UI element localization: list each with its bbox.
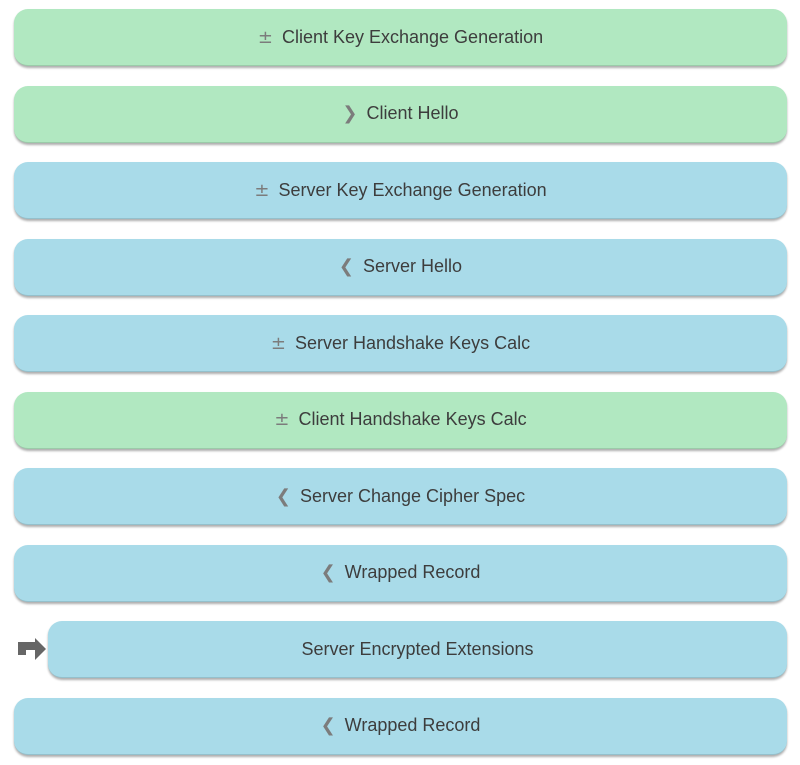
step-server-change-cipher-spec[interactable]: ❮ Server Change Cipher Spec [14,468,787,525]
step-label: Server Handshake Keys Calc [294,332,531,353]
step-client-hello[interactable]: ❯ Client Hello [14,85,787,143]
step-label: Wrapped Record [344,715,481,735]
left-chevron-icon: ❮ [320,715,336,736]
step-label: Server Change Cipher Spec [299,485,526,506]
step-server-key-exchange-generation[interactable]: ± Server Key Exchange Generation [14,162,787,219]
plus-minus-icon: ± [274,409,290,430]
plus-minus-icon: ± [254,179,270,201]
plus-minus-icon: ± [270,332,286,354]
left-chevron-icon: ❮ [320,562,336,583]
step-server-handshake-keys-calc[interactable]: ± Server Handshake Keys Calc [14,315,787,372]
step-label: Server Key Exchange Generation [278,179,547,200]
step-label: Client Hello [366,103,459,123]
step-label: Client Handshake Keys Calc [298,409,527,429]
step-client-handshake-keys-calc[interactable]: ± Client Handshake Keys Calc [14,391,787,449]
step-wrapped-record-2[interactable]: ❮ Wrapped Record [14,697,787,755]
left-chevron-icon: ❮ [275,485,291,507]
step-client-key-exchange-generation[interactable]: ± Client Key Exchange Generation [14,9,787,66]
step-server-encrypted-extensions[interactable]: Server Encrypted Extensions [18,621,787,678]
step-label: Server Hello [363,256,463,276]
step-label: Server Encrypted Extensions [301,638,534,659]
right-chevron-icon: ❯ [342,103,358,124]
step-label: Client Key Exchange Generation [281,26,544,47]
left-chevron-icon: ❮ [338,256,355,277]
step-wrapped-record-1[interactable]: ❮ Wrapped Record [14,544,787,602]
step-label: Wrapped Record [344,562,481,582]
plus-minus-icon: ± [257,26,273,48]
step-server-hello[interactable]: ❮ Server Hello [14,238,787,296]
current-step-pointer-arrow-icon [17,638,47,660]
